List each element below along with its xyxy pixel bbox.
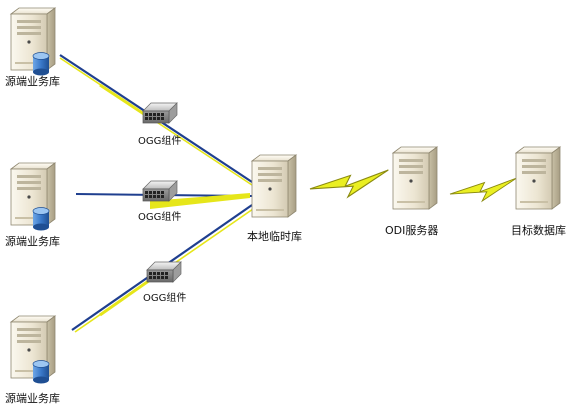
database-server-icon	[10, 315, 56, 384]
database-server-icon	[10, 162, 56, 231]
server-icon	[515, 146, 561, 210]
link-odi-to-target	[449, 177, 518, 202]
source-db-label-2: 源端业务库	[5, 234, 60, 248]
ogg-label-1: OGG组件	[138, 134, 181, 147]
network-switch-icon	[142, 180, 178, 202]
odi-server-node: ODI服务器	[385, 146, 438, 237]
ogg-label-2: OGG组件	[138, 210, 181, 223]
network-switch-icon	[146, 261, 182, 283]
ogg-label-3: OGG组件	[143, 291, 186, 304]
ogg-component-2: OGG组件	[138, 180, 181, 223]
local-temp-db-label: 本地临时库	[247, 229, 302, 243]
source-db-node-1: 源端业务库	[5, 7, 60, 88]
target-db-label: 目标数据库	[511, 223, 566, 237]
server-icon	[392, 146, 438, 210]
network-switch-icon	[142, 102, 178, 124]
database-server-icon	[10, 7, 56, 76]
local-temp-db-node: 本地临时库	[247, 154, 302, 243]
source-db-label-3: 源端业务库	[5, 391, 60, 405]
target-db-node: 目标数据库	[511, 146, 566, 237]
odi-server-label: ODI服务器	[385, 224, 438, 237]
source-db-label-1: 源端业务库	[5, 74, 60, 88]
ogg-component-3: OGG组件	[143, 261, 186, 304]
source-db-node-2: 源端业务库	[5, 162, 60, 248]
server-icon	[251, 154, 297, 218]
ogg-component-1: OGG组件	[138, 102, 181, 147]
source-db-node-3: 源端业务库	[5, 315, 60, 405]
link-local-to-odi	[309, 169, 389, 198]
